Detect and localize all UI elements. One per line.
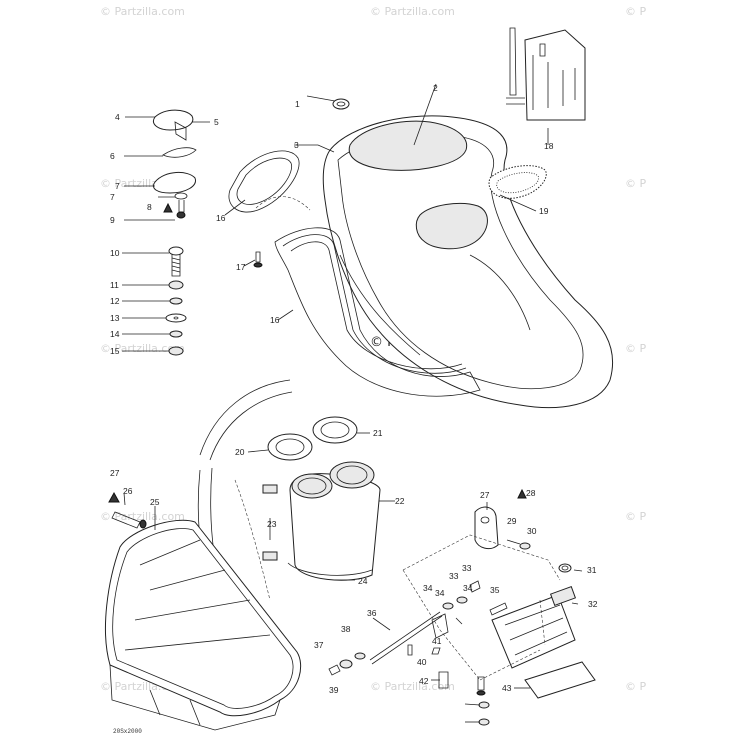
callout-38: 36 <box>367 608 377 618</box>
watermark: © Partzilla.com <box>100 5 185 18</box>
callout-7: 8 <box>147 202 152 212</box>
callout-37: 1 <box>295 99 300 109</box>
callout-26: 42 <box>419 676 429 686</box>
callout-17: 13 <box>110 313 120 323</box>
callout-16: 12 <box>110 296 120 306</box>
callout-8: 4 <box>115 112 120 122</box>
callout-19: 24 <box>358 576 368 586</box>
callout-3: 16 <box>216 213 226 223</box>
callout-33c: 39 <box>329 685 339 695</box>
callout-16: 14 <box>110 329 120 339</box>
watermark: © P <box>625 5 646 18</box>
callout-35: 30 <box>527 526 537 536</box>
watermark: © Partzilla.com <box>100 510 185 523</box>
callout-34b: 34 <box>463 583 473 593</box>
callout-4: 2 <box>433 83 438 93</box>
callout-41: 19 <box>539 206 549 216</box>
callout-6: 23 <box>267 519 277 529</box>
callout-11: 6 <box>110 151 115 161</box>
cup-holder <box>267 416 381 581</box>
vent-grill <box>488 165 547 199</box>
callout-32: 35 <box>490 585 500 595</box>
watermark: © Partzilla.com <box>370 680 455 693</box>
callout-40: 21 <box>373 428 383 438</box>
callout-22: 26 <box>123 486 133 496</box>
callout-7b: 28 <box>526 488 536 498</box>
callout-34: 34 <box>435 588 445 598</box>
rod-and-pins <box>328 580 508 726</box>
callout-15: 11 <box>110 280 119 290</box>
callout-20: 25 <box>150 497 160 507</box>
callout-36: 29 <box>507 516 517 526</box>
storage-bin <box>104 519 302 731</box>
callout-27: 33 <box>462 563 472 573</box>
callout-10: 5 <box>214 117 219 127</box>
callout-29: 34 <box>423 583 433 593</box>
callout-33b: 33 <box>449 571 459 581</box>
callout-28: 32 <box>588 599 598 609</box>
callout-34c: 38 <box>341 624 351 634</box>
sealant-tube <box>108 491 147 529</box>
callout-14: 10 <box>110 248 120 258</box>
callout-18: 15 <box>110 346 120 356</box>
watermark: © P <box>625 680 646 693</box>
watermark: © P <box>625 510 646 523</box>
small-hardware <box>253 98 350 268</box>
callout-33: 31 <box>587 565 597 575</box>
callout-43: 22 <box>395 496 405 506</box>
watermark: © Partzilla.com <box>370 5 455 18</box>
callout-30: 27 <box>480 490 490 500</box>
callout-13: 9 <box>110 215 115 225</box>
callout-1: 3 <box>294 140 299 150</box>
watermark: © Partzilla.com <box>100 342 185 355</box>
callout-23: 27 <box>110 468 120 478</box>
callout-12: 7 <box>110 192 115 202</box>
callout-5: 17 <box>236 262 246 272</box>
callout-labels: 1 2 3 4 5 6 7 7 8 9 10 11 12 13 14 15 16… <box>110 83 598 695</box>
latch-parts <box>153 109 197 219</box>
callout-31: 40 <box>417 657 427 667</box>
watermark: © P <box>625 342 646 355</box>
callout-27b: 37 <box>314 640 324 650</box>
stud-hardware <box>165 246 187 356</box>
leader-lines <box>122 83 583 723</box>
callout-34d: 41 <box>432 636 442 646</box>
callout-9: 7 <box>115 181 120 191</box>
assembly-lines <box>234 479 561 681</box>
vent-ring <box>228 150 311 213</box>
callout-2: 16 <box>270 315 280 325</box>
watermark: © P <box>625 177 646 190</box>
callout-39: 20 <box>235 447 245 457</box>
watermarks: © Partzilla.com © Partzilla.com © P © Pa… <box>100 5 646 693</box>
tool-bag <box>506 27 586 121</box>
velcro-strips <box>262 484 278 561</box>
seat-cover <box>322 115 614 409</box>
callout-42: 43 <box>502 683 512 693</box>
gasket <box>274 227 481 397</box>
diagram-code: 20Sx2000 <box>113 728 142 735</box>
callout-21: 18 <box>544 141 554 151</box>
